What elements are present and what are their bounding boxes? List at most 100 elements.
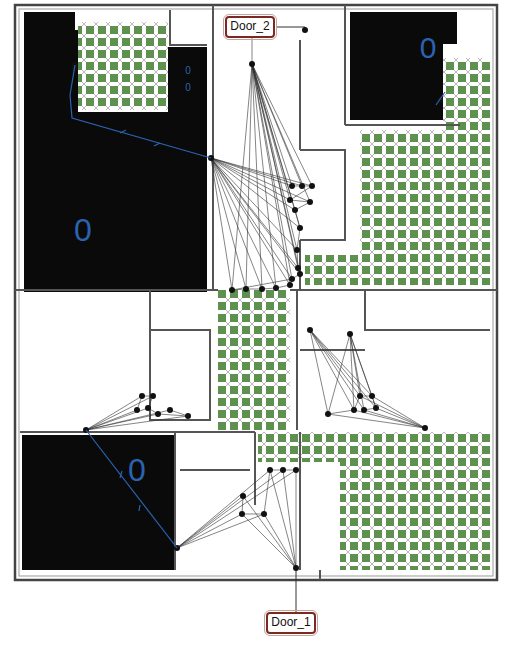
graph-node <box>267 467 273 473</box>
graph-line <box>211 158 295 210</box>
graph-line <box>252 64 276 288</box>
door-name: Door_2 <box>230 20 269 33</box>
door-wire <box>277 27 305 30</box>
graph-line <box>376 408 425 428</box>
graph-node <box>229 287 235 293</box>
tiled-area <box>305 58 490 285</box>
graph-node <box>307 199 313 205</box>
graph-node <box>280 467 286 473</box>
door-box: Door_2 <box>225 16 275 38</box>
graph-line <box>310 330 364 410</box>
inner-wall <box>19 9 493 576</box>
graph-line <box>177 470 270 548</box>
graph-line <box>177 470 283 548</box>
graph-node <box>185 413 191 419</box>
room-value: 0 <box>128 454 146 486</box>
graph-node <box>294 247 300 253</box>
graph-node <box>240 493 246 499</box>
graph-line <box>242 514 264 515</box>
graph-line <box>252 64 262 289</box>
graph-node <box>295 265 301 271</box>
graph-node <box>373 405 379 411</box>
graph-node <box>422 425 428 431</box>
graph-line <box>211 158 297 250</box>
room-value: 0 <box>185 83 191 93</box>
graph-node <box>325 411 331 417</box>
graph-node <box>289 183 295 189</box>
graph-line <box>86 410 170 430</box>
tiled-area <box>218 290 290 430</box>
graph-node <box>293 467 299 473</box>
graph-line <box>252 64 292 279</box>
graph-node <box>139 393 145 399</box>
graph-line <box>297 228 300 250</box>
graph-node <box>347 331 353 337</box>
graph-line <box>177 514 264 548</box>
graph-line <box>177 514 242 548</box>
tiled-area <box>78 22 168 110</box>
door-wire <box>296 568 297 612</box>
graph-line <box>290 200 310 202</box>
outer-wall <box>15 5 497 580</box>
graph-node <box>167 407 173 413</box>
graph-line <box>283 470 296 568</box>
room-value: 0 <box>185 66 191 76</box>
graph-line <box>211 158 302 186</box>
black-room <box>24 12 207 292</box>
graph-line <box>211 158 292 279</box>
graph-line <box>296 470 297 568</box>
graph-node <box>243 286 249 292</box>
graph-line <box>310 330 328 414</box>
graph-line <box>211 158 298 268</box>
graph-node <box>307 327 313 333</box>
graph-line <box>360 396 425 428</box>
visibility-graph <box>72 27 443 571</box>
graph-node <box>239 511 245 517</box>
room-value: 0 <box>74 214 92 246</box>
door-box: Door_1 <box>266 612 316 634</box>
graph-node <box>302 27 308 33</box>
graph-line <box>328 410 354 414</box>
graph-node <box>145 405 151 411</box>
blue-route <box>70 65 445 548</box>
graph-line <box>211 158 276 288</box>
graph-node <box>309 183 315 189</box>
graph-line <box>328 334 350 414</box>
graph-line <box>177 470 296 548</box>
graph-line <box>211 158 290 285</box>
graph-line <box>372 396 425 428</box>
graph-line <box>86 408 148 430</box>
graph-line <box>364 410 425 428</box>
graph-node <box>273 285 279 291</box>
graph-node <box>134 407 140 413</box>
graph-line <box>211 158 300 274</box>
graph-node <box>357 393 363 399</box>
graph-line <box>310 330 376 408</box>
graph-line <box>350 334 364 410</box>
graph-node <box>293 565 299 571</box>
graph-node <box>287 197 293 203</box>
graph-line <box>211 158 246 289</box>
graph-node <box>369 393 375 399</box>
graph-node <box>299 183 305 189</box>
graph-line <box>252 64 312 186</box>
graph-node <box>249 61 255 67</box>
graph-line <box>310 330 372 396</box>
graph-node <box>287 282 293 288</box>
black-room <box>22 435 175 570</box>
graph-line <box>350 334 376 408</box>
graph-line <box>86 396 153 430</box>
black-room <box>350 12 457 120</box>
graph-node <box>289 276 295 282</box>
graph-line <box>177 496 243 548</box>
interior-walls <box>15 5 497 580</box>
graph-line <box>252 64 310 202</box>
graph-line <box>270 470 296 568</box>
door-name: Door_1 <box>271 616 310 629</box>
graph-line <box>252 64 292 186</box>
graph-node <box>155 411 161 417</box>
graph-node <box>361 407 367 413</box>
graph-node <box>150 393 156 399</box>
graph-line <box>211 158 262 289</box>
